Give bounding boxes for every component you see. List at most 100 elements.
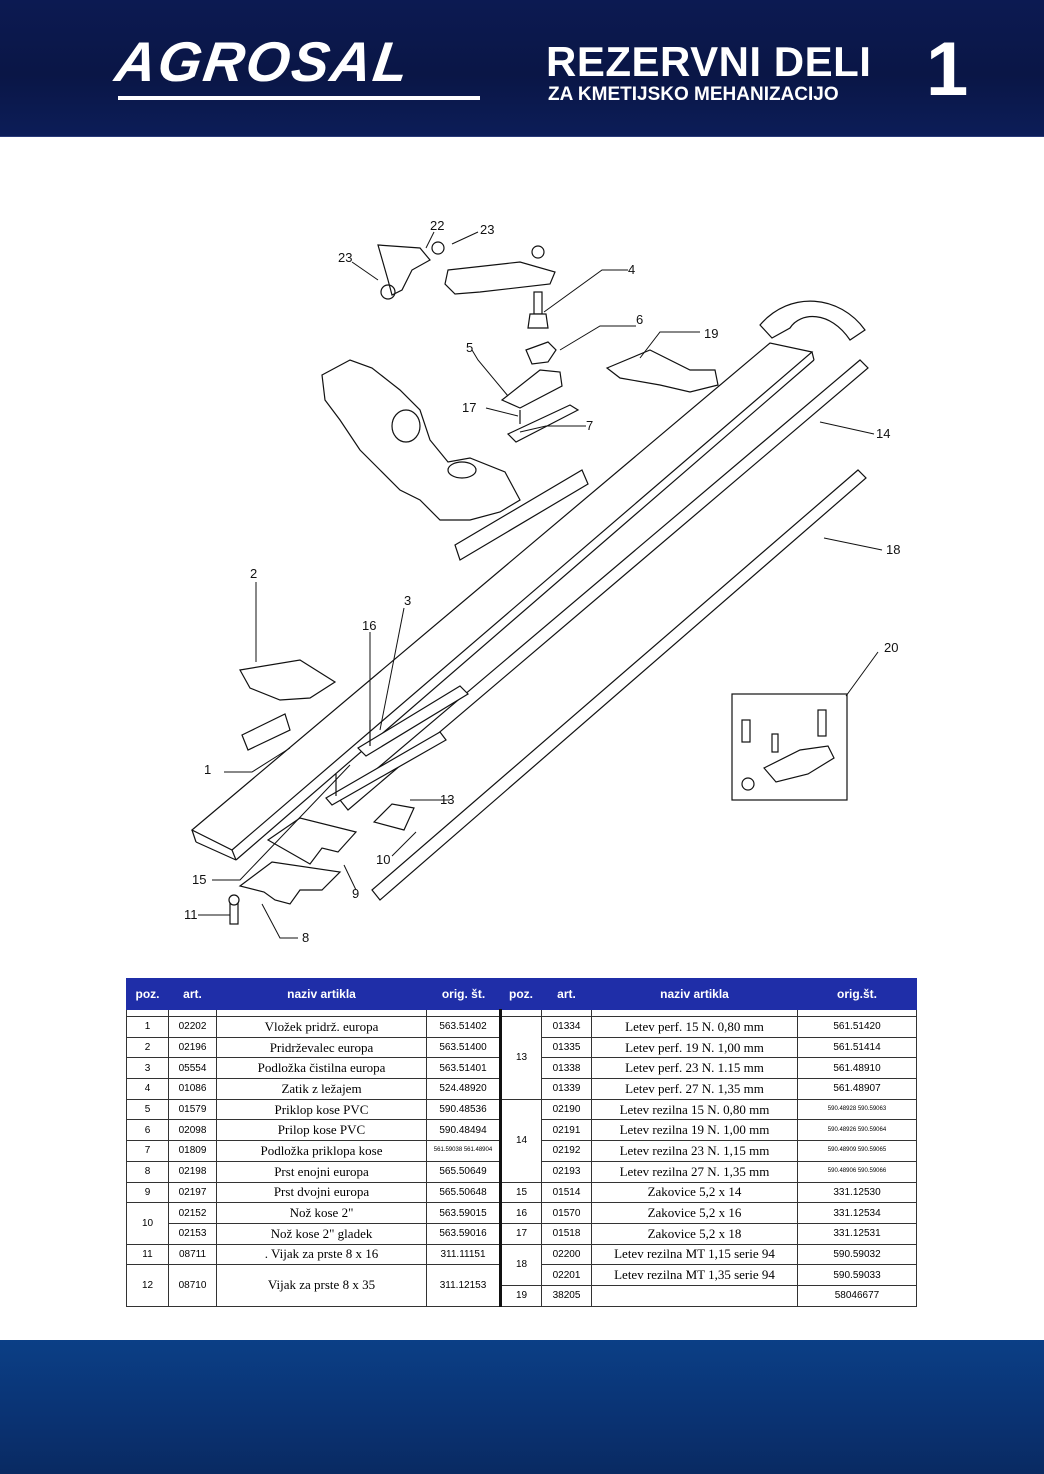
cell-art-right: 01570 bbox=[541, 1202, 592, 1224]
cell-poz: 11 bbox=[126, 1243, 169, 1266]
cell-name: Nož kose 2" gladek bbox=[216, 1222, 427, 1245]
cell-name: Zatik z ležajem bbox=[216, 1078, 427, 1100]
cell-name-right bbox=[591, 1284, 798, 1307]
cell-name: . Vijak za prste 8 x 16 bbox=[216, 1243, 427, 1266]
table-row: 5 01579 Priklop kose PVC 590.48536 14 02… bbox=[126, 1098, 917, 1183]
table-row: 12 08710 Vijak za prste 8 x 35 311.12153… bbox=[126, 1264, 917, 1307]
cell-orig-right: 590.48909 590.59065 bbox=[797, 1140, 917, 1162]
cell-orig: 563.51402 bbox=[426, 1016, 501, 1038]
cell-orig: 311.12153 bbox=[426, 1264, 501, 1307]
table-row: 1 02202 Vložek pridrž. europa 563.51402 … bbox=[126, 1016, 917, 1100]
header-naziv: naziv artikla bbox=[216, 978, 427, 1010]
knife-bar-14-drawing bbox=[339, 359, 869, 811]
cell-orig: 563.51400 bbox=[426, 1036, 501, 1059]
cell-poz: 5 bbox=[126, 1098, 169, 1121]
cell-poz-right: 14 bbox=[499, 1098, 542, 1183]
cell-art-right: 01339 bbox=[541, 1078, 592, 1100]
cell-art-right: 01334 bbox=[541, 1016, 592, 1038]
cell-art: 02197 bbox=[168, 1181, 217, 1204]
header-orig-right: orig.št. bbox=[797, 978, 917, 1010]
cell-orig-right: 590.59032 bbox=[797, 1243, 917, 1266]
cell-art: 01579 bbox=[168, 1098, 217, 1121]
cell-orig: 311.11151 bbox=[426, 1243, 501, 1266]
holder-parts-drawing bbox=[239, 659, 337, 751]
cell-poz: 2 bbox=[126, 1036, 169, 1059]
brand-name: AGROSAL bbox=[111, 30, 415, 93]
callout-15: 15 bbox=[192, 872, 206, 887]
cell-poz-right: 15 bbox=[499, 1181, 542, 1204]
callout-20: 20 bbox=[884, 640, 898, 655]
cell-art: 08711 bbox=[168, 1243, 217, 1266]
cell-art: 02152 bbox=[168, 1202, 217, 1224]
cell-art-right: 02191 bbox=[541, 1119, 592, 1142]
callout-13: 13 bbox=[440, 792, 454, 807]
cell-name: Prst enojni europa bbox=[216, 1160, 427, 1183]
cell-name: Priklop kose PVC bbox=[216, 1098, 427, 1121]
top-linkage-drawing bbox=[377, 241, 556, 329]
callout-6: 6 bbox=[636, 312, 643, 327]
callout-16: 16 bbox=[362, 618, 376, 633]
callout-18: 18 bbox=[886, 542, 900, 557]
table-row: 6 02098 Prilop kose PVC 590.48494 02191 … bbox=[126, 1119, 917, 1142]
callout-19: 19 bbox=[704, 326, 718, 341]
cell-name-right: Letev rezilna 27 N. 1,35 mm bbox=[591, 1160, 798, 1183]
cell-name-right: Zakovice 5,2 x 18 bbox=[591, 1222, 798, 1245]
table-row: 11 08711 . Vijak za prste 8 x 16 311.111… bbox=[126, 1243, 917, 1286]
cell-art: 02202 bbox=[168, 1016, 217, 1038]
page-number: 1 bbox=[926, 27, 969, 112]
finger-guards-drawing bbox=[228, 803, 415, 925]
callout-7: 7 bbox=[586, 418, 593, 433]
header-orig: orig. št. bbox=[426, 978, 501, 1010]
mower-head-drawing bbox=[321, 359, 589, 561]
callout-5: 5 bbox=[466, 340, 473, 355]
cell-art-right: 02192 bbox=[541, 1140, 592, 1162]
cell-name-right: Letev rezilna MT 1,15 serie 94 bbox=[591, 1243, 798, 1266]
cell-poz-right: 17 bbox=[499, 1222, 542, 1245]
cell-name: Vijak za prste 8 x 35 bbox=[216, 1264, 427, 1307]
cell-art: 01809 bbox=[168, 1140, 217, 1162]
cleaning-plates-drawing bbox=[325, 685, 469, 806]
cell-name-right: Letev perf. 15 N. 0,80 mm bbox=[591, 1016, 798, 1038]
table-row: 19 38205 58046677 bbox=[127, 1284, 917, 1307]
cell-name-right: Letev perf. 23 N. 1.15 mm bbox=[591, 1057, 798, 1080]
callout-1: 1 bbox=[204, 762, 211, 777]
cell-art-right: 02193 bbox=[541, 1160, 592, 1183]
brand-logo: AGROSAL bbox=[112, 30, 486, 104]
cell-art: 02196 bbox=[168, 1036, 217, 1059]
cell-orig-right: 561.51420 bbox=[797, 1016, 917, 1038]
cell-name: Nož kose 2" bbox=[216, 1202, 427, 1224]
cell-orig-right: 58046677 bbox=[797, 1284, 917, 1307]
page-footer bbox=[0, 1340, 1044, 1474]
brand-underline bbox=[118, 96, 480, 100]
header-art-right: art. bbox=[541, 978, 592, 1010]
cell-name-right: Zakovice 5,2 x 14 bbox=[591, 1181, 798, 1204]
cell-poz-right: 16 bbox=[499, 1202, 542, 1224]
header-naziv-right: naziv artikla bbox=[591, 978, 798, 1010]
table-row: 7 01809 Podložka priklopa kose 561.59038… bbox=[126, 1140, 917, 1162]
cell-art: 01086 bbox=[168, 1078, 217, 1100]
page-subtitle: ZA KMETIJSKO MEHANIZACIJO bbox=[548, 84, 839, 105]
cell-art-right: 02200 bbox=[541, 1243, 592, 1266]
cell-name-right: Letev rezilna 19 N. 1,00 mm bbox=[591, 1119, 798, 1142]
callout-23-right: 23 bbox=[480, 222, 494, 237]
cell-orig: 590.48494 bbox=[426, 1119, 501, 1142]
callout-8: 8 bbox=[302, 930, 309, 945]
callout-11: 11 bbox=[184, 907, 198, 922]
parts-table: poz. art. naziv artikla orig. št. poz. a… bbox=[126, 978, 917, 1307]
cell-orig-right: 561.48907 bbox=[797, 1078, 917, 1100]
cell-orig-right: 590.48906 590.59066 bbox=[797, 1160, 917, 1183]
knife-head-parts-drawing bbox=[500, 341, 580, 443]
cell-poz: 8 bbox=[126, 1160, 169, 1183]
table-spacer-row bbox=[126, 1009, 917, 1017]
cell-orig-right: 561.48910 bbox=[797, 1057, 917, 1080]
cell-art-right: 02201 bbox=[541, 1264, 592, 1286]
cell-poz: 1 bbox=[126, 1016, 169, 1038]
cell-art-right: 01335 bbox=[541, 1036, 592, 1059]
cell-name: Prilop kose PVC bbox=[216, 1119, 427, 1142]
cell-poz: 4 bbox=[126, 1078, 169, 1100]
cell-orig-right: 590.48926 590.59064 bbox=[797, 1119, 917, 1142]
cell-orig-right: 590.48928 590.59063 bbox=[797, 1098, 917, 1121]
cell-name: Prst dvojni europa bbox=[216, 1181, 427, 1204]
cell-poz-right: 13 bbox=[499, 1016, 542, 1100]
header-poz: poz. bbox=[126, 978, 169, 1010]
